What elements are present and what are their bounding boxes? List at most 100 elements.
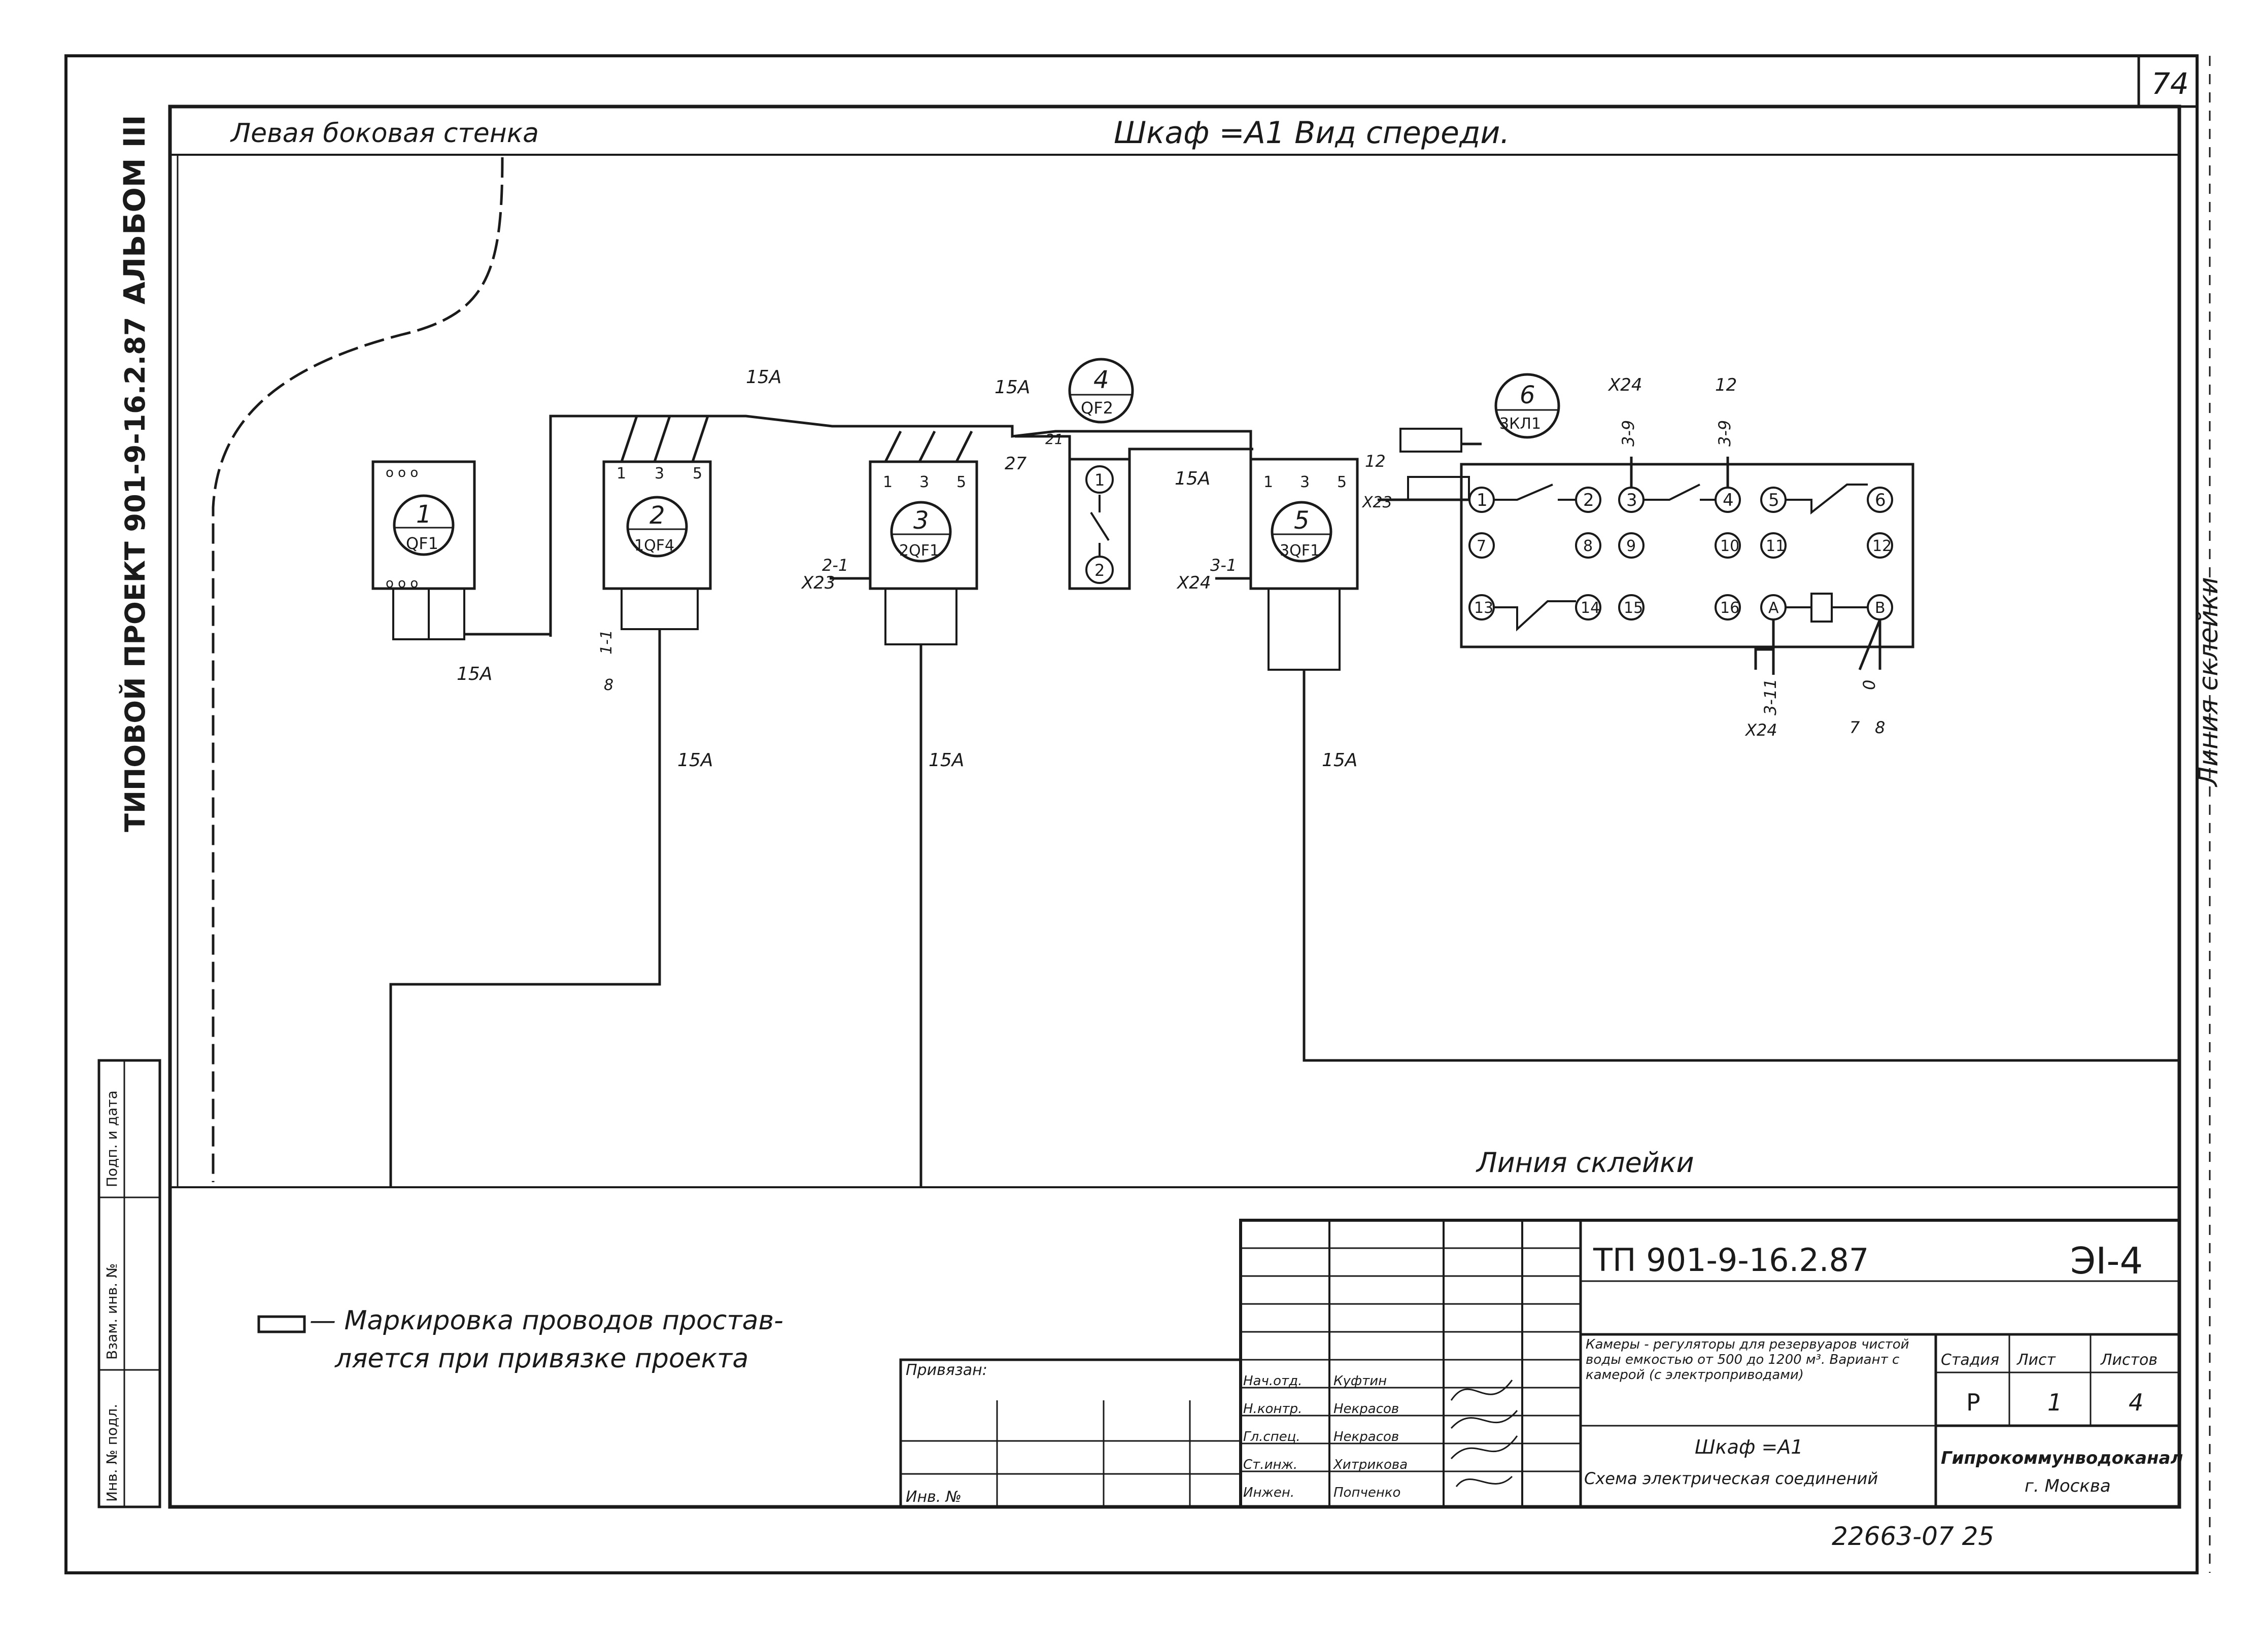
svg-text:21: 21 xyxy=(1045,431,1064,448)
svg-text:5: 5 xyxy=(1294,506,1310,535)
svg-text:15А: 15А xyxy=(746,367,781,388)
svg-text:Шкаф =А1: Шкаф =А1 xyxy=(1695,1436,1803,1458)
svg-text:Х24: Х24 xyxy=(1744,720,1777,740)
svg-text:5: 5 xyxy=(1768,490,1779,510)
svg-text:Х23: Х23 xyxy=(801,573,836,593)
svg-text:QF2: QF2 xyxy=(1081,398,1113,418)
svg-text:15А: 15А xyxy=(1175,468,1210,489)
svg-text:1QF4: 1QF4 xyxy=(634,537,674,555)
svg-text:3КЛ1: 3КЛ1 xyxy=(1499,415,1541,433)
svg-text:7: 7 xyxy=(1850,718,1860,737)
svg-text:Инжен.: Инжен. xyxy=(1243,1485,1294,1500)
bottom-splice-label: Линия склейки xyxy=(1476,1147,1694,1179)
inner-frame xyxy=(168,105,2181,1509)
svg-text:Стадия: Стадия xyxy=(1941,1351,1999,1369)
svg-text:3-9: 3-9 xyxy=(1715,420,1734,446)
svg-text:7: 7 xyxy=(1477,537,1486,555)
svg-text:5: 5 xyxy=(1337,473,1347,491)
svg-text:3-11: 3-11 xyxy=(1761,678,1780,715)
svg-text:1-1: 1-1 xyxy=(598,630,615,655)
svg-text:15А: 15А xyxy=(929,750,964,771)
page-number: 74 xyxy=(2151,66,2189,101)
svg-text:3QF1: 3QF1 xyxy=(1280,542,1320,560)
wiring xyxy=(389,415,2179,1187)
svg-text:5: 5 xyxy=(693,465,702,483)
svg-text:3: 3 xyxy=(1300,473,1310,491)
svg-text:г. Москва: г. Москва xyxy=(2025,1476,2111,1496)
svg-text:Х23: Х23 xyxy=(1361,494,1392,511)
svg-text:Лист: Лист xyxy=(2016,1351,2057,1369)
stamp-strip: Подп. и дата Взам. инв. № Инв. № подл. xyxy=(97,1059,161,1508)
title-block: Привязан: Инв. № ТП 901-9-16.2.87 ЭI-4 Н… xyxy=(899,1219,2183,1508)
svg-text:В: В xyxy=(1875,599,1886,617)
svg-text:15А: 15А xyxy=(1322,750,1357,771)
svg-text:Некрасов: Некрасов xyxy=(1333,1429,1399,1444)
svg-text:Попченко: Попченко xyxy=(1333,1485,1400,1500)
svg-text:3: 3 xyxy=(655,465,664,483)
svg-text:o o o: o o o xyxy=(386,465,418,480)
svg-text:3: 3 xyxy=(913,506,929,535)
view-title: Шкаф =А1 Вид спереди. xyxy=(1114,115,1510,151)
svg-text:Н.контр.: Н.контр. xyxy=(1243,1401,1302,1417)
svg-text:Р: Р xyxy=(1966,1389,1980,1416)
svg-text:Ст.инж.: Ст.инж. xyxy=(1243,1457,1297,1472)
device-5-3qf1: 1 3 5 5 3QF1 xyxy=(1249,458,1359,671)
svg-text:8: 8 xyxy=(1875,718,1885,737)
svg-text:Х24: Х24 xyxy=(1176,573,1211,593)
svg-text:10: 10 xyxy=(1720,537,1739,555)
svg-text:ляется при привязке проекта: ляется при привязке проекта xyxy=(334,1344,748,1374)
svg-text:Инв. №: Инв. № xyxy=(906,1488,962,1506)
svg-text:15А: 15А xyxy=(457,664,492,684)
svg-text:5: 5 xyxy=(956,473,966,491)
svg-text:Куфтин: Куфтин xyxy=(1333,1373,1387,1389)
svg-text:Листов: Листов xyxy=(2100,1351,2158,1369)
device-1-qf1: o o o o o o 1 QF1 xyxy=(371,460,476,640)
svg-text:Гл.спец.: Гл.спец. xyxy=(1243,1429,1300,1444)
svg-text:16: 16 xyxy=(1720,599,1739,617)
svg-text:1: 1 xyxy=(1094,470,1105,490)
svg-text:11: 11 xyxy=(1766,537,1785,555)
svg-text:13: 13 xyxy=(1474,599,1493,617)
svg-text:2: 2 xyxy=(1094,561,1105,580)
svg-text:6: 6 xyxy=(1875,490,1886,510)
svg-text:ЭI-4: ЭI-4 xyxy=(2070,1240,2143,1282)
svg-text:Х24: Х24 xyxy=(1607,375,1642,395)
svg-text:12: 12 xyxy=(1365,452,1386,471)
svg-text:6: 6 xyxy=(1520,381,1535,409)
svg-text:1: 1 xyxy=(1263,473,1273,491)
album-label: АЛЬБОМ III xyxy=(117,115,152,304)
wire-labels: 15А 15А 15А 15А 15А 15А 15А Х23 2-1 Х24 … xyxy=(457,367,1885,771)
svg-text:0: 0 xyxy=(1860,680,1879,690)
svg-text:15А: 15А xyxy=(677,750,713,771)
svg-text:2QF1: 2QF1 xyxy=(899,542,939,560)
archive-number: 22663-07 25 xyxy=(1832,1522,1994,1551)
marking-note: — Маркировка проводов простав- ляется пр… xyxy=(257,1305,783,1374)
svg-text:4: 4 xyxy=(1723,490,1734,510)
svg-text:2: 2 xyxy=(1583,490,1594,510)
page-number-box xyxy=(2137,54,2199,108)
svg-text:ТП 901-9-16.2.87: ТП 901-9-16.2.87 xyxy=(1593,1242,1869,1279)
svg-text:1: 1 xyxy=(2047,1389,2062,1416)
svg-text:Некрасов: Некрасов xyxy=(1333,1401,1399,1417)
svg-text:8: 8 xyxy=(604,676,613,694)
svg-text:QF1: QF1 xyxy=(406,534,438,553)
svg-text:Нач.отд.: Нач.отд. xyxy=(1243,1373,1302,1389)
svg-text:8: 8 xyxy=(1583,537,1593,555)
svg-text:2-1: 2-1 xyxy=(822,556,848,575)
stamp-inv-orig: Инв. № подл. xyxy=(104,1404,120,1502)
project-description: Камеры - регуляторы для резервуаров чист… xyxy=(1586,1337,1909,1383)
svg-text:— Маркировка проводов простав-: — Маркировка проводов простав- xyxy=(310,1305,783,1336)
svg-text:4: 4 xyxy=(2129,1389,2143,1416)
svg-text:o o o: o o o xyxy=(386,576,418,591)
stamp-sign-date: Подп. и дата xyxy=(104,1090,120,1187)
side-wall-curve xyxy=(212,157,504,1182)
svg-text:9: 9 xyxy=(1626,537,1636,555)
outer-frame xyxy=(64,54,2199,1574)
svg-text:12: 12 xyxy=(1872,537,1892,555)
svg-text:Гипрокоммунводоканал: Гипрокоммунводоканал xyxy=(1941,1448,2183,1468)
svg-text:12: 12 xyxy=(1715,375,1737,395)
right-splice-label: Линия склейки xyxy=(2194,577,2224,787)
svg-text:1: 1 xyxy=(883,473,893,491)
svg-text:2: 2 xyxy=(649,501,665,530)
device-4-qf2: 4 QF2 1 2 xyxy=(1068,358,1134,590)
